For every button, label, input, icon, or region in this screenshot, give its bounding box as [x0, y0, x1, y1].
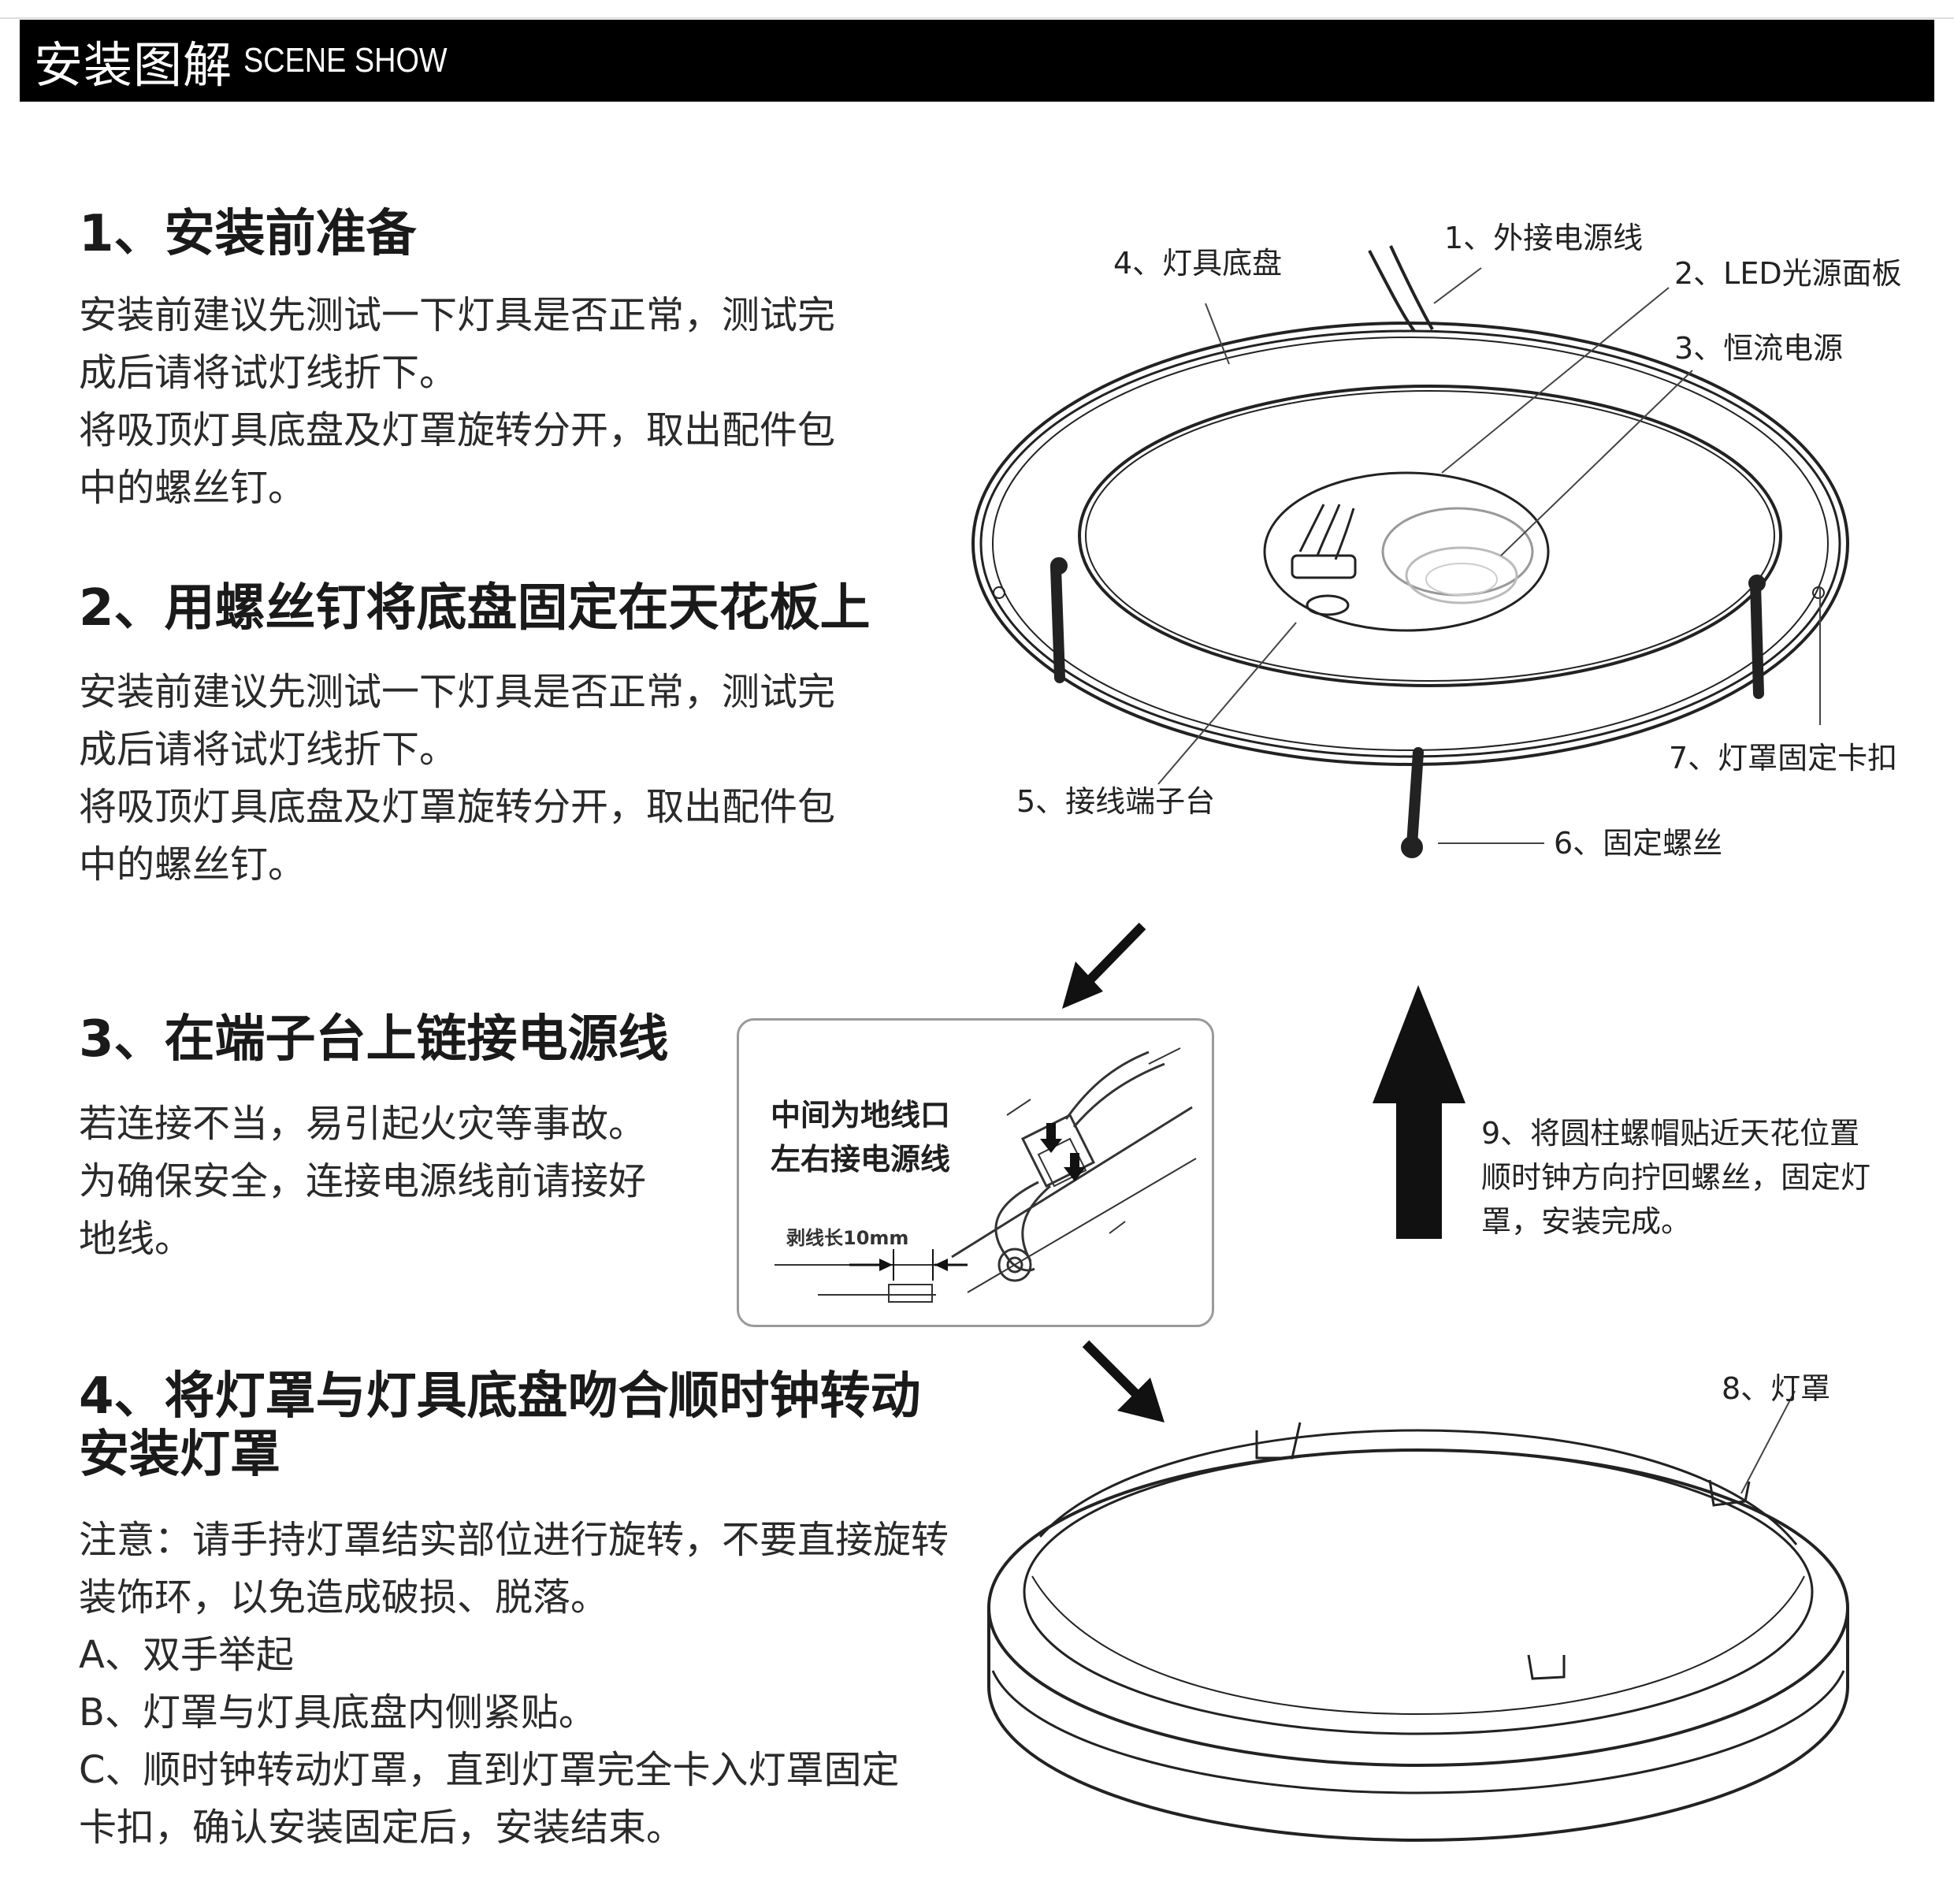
- step-2-line: 成后请将试灯线折下。: [79, 727, 458, 772]
- step-4-title-line: 安装灯罩: [79, 1426, 280, 1484]
- banner-title-cn: 安装图解: [34, 36, 233, 94]
- step-3-line: 为确保安全，连接电源线前请接好: [79, 1159, 647, 1203]
- step-2-line: 中的螺丝钉。: [79, 842, 306, 887]
- part-label-2: 2、LED光源面板: [1674, 256, 1902, 291]
- step-9-note: 9、将圆柱螺帽贴近天花位置 顺时钟方向拧回螺丝，固定灯 罩，安装完成。: [1481, 1111, 1870, 1244]
- inset-note-line: 中间为地线口: [771, 1098, 951, 1132]
- step-1-line: 成后请将试灯线折下。: [79, 351, 458, 395]
- part-label-4: 4、灯具底盘: [1113, 246, 1283, 281]
- part-label-8: 8、灯罩: [1722, 1371, 1831, 1406]
- part-label-5: 5、接线端子台: [1016, 784, 1216, 819]
- step-3-body: 若连接不当，易引起火灾等事故。 为确保安全，连接电源线前请接好 地线。: [79, 1095, 646, 1268]
- step-4-body: 注意：请手持灯罩结实部位进行旋转，不要直接旋转 装饰环，以免造成破损、脱落。 A…: [79, 1512, 949, 1857]
- step-4-line: 卡扣，确认安装固定后，安装结束。: [79, 1805, 685, 1850]
- section-banner: 安装图解 SCENE SHOW: [20, 20, 1934, 102]
- step-1-line: 将吸顶灯具底盘及灯罩旋转分开，取出配件包: [79, 408, 836, 452]
- arrow-down-right: [1082, 1340, 1165, 1422]
- arrow-down-left: [1062, 922, 1146, 1009]
- step-4-line: A、双手举起: [79, 1633, 294, 1677]
- step-4-line: 装饰环，以免造成破损、脱落。: [79, 1575, 609, 1620]
- wiring-detail-panel: 中间为地线口 左右接电源线 剥线长10mm: [737, 1018, 1214, 1327]
- step-4-title: 4、将灯罩与灯具底盘吻合顺时钟转动 安装灯罩: [79, 1367, 921, 1484]
- strip-length-label: 剥线长10mm: [786, 1227, 909, 1249]
- step-1-body: 安装前建议先测试一下灯具是否正常，测试完 成后请将试灯线折下。 将吸顶灯具底盘及…: [79, 287, 835, 517]
- step-4-line: B、灯罩与灯具底盘内侧紧贴。: [79, 1690, 596, 1735]
- wiring-detail-drawing: [775, 1047, 1197, 1303]
- step-9-line: 9、将圆柱螺帽贴近天花位置: [1481, 1116, 1860, 1151]
- step-2-body: 安装前建议先测试一下灯具是否正常，测试完 成后请将试灯线折下。 将吸顶灯具底盘及…: [79, 664, 835, 894]
- inset-note-line: 左右接电源线: [771, 1142, 951, 1177]
- part-label-7: 7、灯罩固定卡扣: [1669, 741, 1898, 775]
- step-2-line: 安装前建议先测试一下灯具是否正常，测试完: [79, 670, 836, 714]
- lamp-cover-drawing: [987, 1422, 1849, 1843]
- step-2-line: 将吸顶灯具底盘及灯罩旋转分开，取出配件包: [79, 785, 836, 829]
- part-label-6: 6、固定螺丝: [1554, 826, 1723, 861]
- step-9-line: 顺时钟方向拧回螺丝，固定灯: [1481, 1160, 1871, 1195]
- step-3-line: 地线。: [79, 1217, 193, 1261]
- part-label-1: 1、外接电源线: [1444, 221, 1644, 255]
- step-2-title: 2、用螺丝钉将底盘固定在天花板上: [79, 579, 871, 638]
- step-9-line: 罩，安装完成。: [1481, 1204, 1692, 1239]
- banner-title-en: SCENE SHOW: [243, 41, 448, 80]
- step-4-title-line: 4、将灯罩与灯具底盘吻合顺时钟转动: [79, 1367, 921, 1426]
- top-divider: [0, 0, 1954, 19]
- arrow-up-big: [1373, 985, 1466, 1239]
- step-1-title: 1、安装前准备: [79, 205, 417, 263]
- lamp-base-drawing: [971, 245, 1849, 858]
- step-3-title: 3、在端子台上链接电源线: [79, 1010, 669, 1069]
- step-1-line: 中的螺丝钉。: [79, 466, 306, 510]
- step-1-line: 安装前建议先测试一下灯具是否正常，测试完: [79, 293, 836, 337]
- step-3-line: 若连接不当，易引起火灾等事故。: [79, 1102, 647, 1146]
- step-4-line: 注意：请手持灯罩结实部位进行旋转，不要直接旋转: [79, 1518, 949, 1562]
- step-4-line: C、顺时钟转动灯罩，直到灯罩完全卡入灯罩固定: [79, 1748, 900, 1792]
- part-label-3: 3、恒流电源: [1674, 331, 1844, 366]
- part-leader-lines: [1157, 267, 1821, 1494]
